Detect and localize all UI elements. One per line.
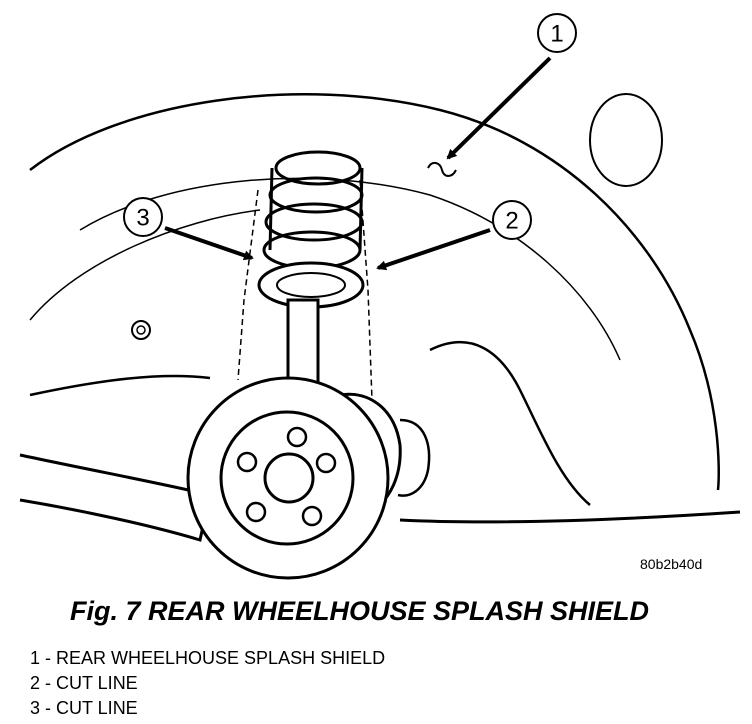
wheel-studs — [236, 426, 337, 527]
cut-line-right — [359, 179, 373, 401]
body-panel — [429, 340, 591, 506]
callout-2-arrow — [376, 228, 491, 271]
figure-caption: Fig. 7 REAR WHEELHOUSE SPLASH SHIELD — [70, 596, 650, 626]
callout-3-arrow — [164, 226, 254, 261]
figure-reference-code: 80b2b40d — [640, 556, 703, 572]
callout-1-number: 1 — [550, 21, 563, 48]
callout-1-arrow — [446, 56, 552, 160]
callout-3-circle — [123, 197, 163, 237]
legend-item-1: 1 - REAR WHEELHOUSE SPLASH SHIELD — [30, 648, 386, 668]
spring-seat-inner — [276, 272, 346, 298]
fastener-hole-inner — [136, 325, 146, 335]
callout-legend: 1 - REAR WHEELHOUSE SPLASH SHIELD 2 - CU… — [30, 646, 385, 721]
callout-3-number: 3 — [136, 205, 149, 232]
wheelhouse-diagram: 1 2 3 — [19, 13, 741, 580]
cut-line-left — [237, 189, 259, 381]
callout-2-number: 2 — [505, 208, 518, 235]
legend-item-3: 3 - CUT LINE — [30, 698, 138, 718]
lower-control-arm — [19, 453, 212, 542]
splash-shield-inner-line — [79, 177, 621, 361]
fastener-hole — [131, 320, 151, 340]
trailing-link — [29, 374, 211, 397]
frame-rail — [399, 510, 741, 524]
brake-hose — [397, 418, 431, 497]
legend-item-2: 2 - CUT LINE — [30, 673, 138, 693]
body-oval-hole — [589, 93, 663, 187]
hub-center-bore — [263, 452, 315, 504]
callout-1-circle — [537, 13, 577, 53]
coil-spring — [262, 150, 364, 270]
splash-shield-outline — [29, 93, 720, 491]
shield-mark — [427, 162, 457, 177]
callout-2-circle — [492, 200, 532, 240]
wheelhouse-lip — [29, 209, 261, 321]
